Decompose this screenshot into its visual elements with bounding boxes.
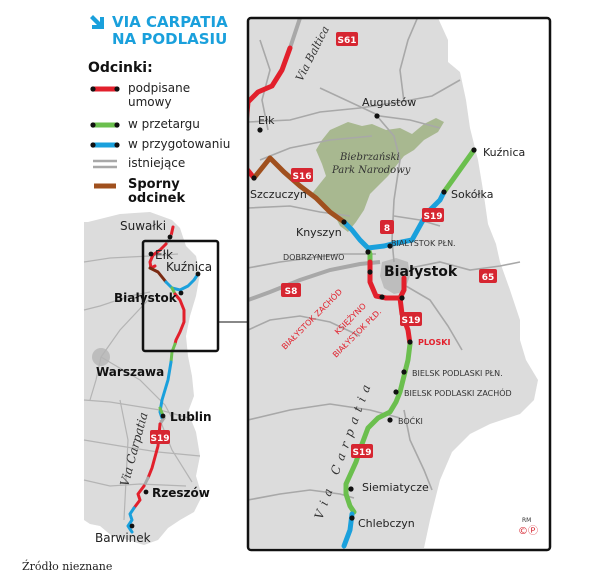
detail-node-dots — [251, 113, 477, 521]
label-warszawa: Warszawa — [96, 365, 164, 379]
label-rzeszow: Rzeszów — [152, 486, 210, 500]
label-park-line2: Park Narodowy — [331, 165, 411, 176]
title-line-2: NA PODLASIU — [112, 30, 228, 48]
label-chlebczyn: Chlebczyn — [358, 517, 415, 530]
svg-text:S19: S19 — [401, 316, 420, 326]
credit-rm: RM — [522, 517, 531, 524]
overview-map: S19 Suwałki Ełk Kuźnica Białystok Warsza… — [83, 212, 247, 545]
sokolka-kuznica-tender — [441, 147, 477, 195]
red-line-swatch-icon — [90, 86, 120, 92]
overview-s19-badge: S19 — [150, 430, 170, 444]
overview-route — [126, 225, 200, 534]
bialystok-bypass-signed — [367, 259, 407, 301]
overview-land — [84, 212, 202, 545]
detail-map: S61 S16 8 S19 65 S8 — [246, 16, 552, 552]
label-bialystok: Białystok — [384, 264, 458, 280]
svg-text:S8: S8 — [285, 287, 298, 297]
badge-s19-mid: S19 — [400, 312, 422, 326]
s61-signed-segment — [248, 45, 293, 181]
label-elk-overview: Ełk — [155, 248, 173, 262]
label-bocki: BOĆKI — [398, 415, 423, 426]
gray-double-line-swatch-icon — [93, 159, 117, 169]
badge-s19-south: S19 — [351, 444, 373, 458]
svg-text:S19: S19 — [423, 212, 442, 222]
svg-text:S16: S16 — [292, 172, 311, 182]
label-suwalki: Suwałki — [120, 219, 166, 233]
blue-line-swatch-icon — [90, 142, 120, 148]
s61-existing-road — [288, 18, 302, 49]
source-caption: Źródło nieznane — [22, 560, 113, 573]
badge-s61: S61 — [336, 32, 358, 46]
label-knyszyn: Knyszyn — [296, 226, 342, 239]
overview-city-dots — [129, 234, 201, 529]
biebrza-park-area — [310, 118, 444, 232]
badge-s8: S8 — [281, 283, 301, 297]
badge-65: 65 — [479, 269, 497, 283]
publisher-icon: Ⓟ — [528, 525, 538, 537]
svg-text:8: 8 — [384, 224, 390, 234]
s16-disputed-segment — [251, 155, 347, 225]
label-lublin: Lublin — [170, 410, 212, 424]
dobrzyniewo-sokolka-prep — [365, 189, 447, 251]
green-line-swatch-icon — [90, 122, 120, 128]
label-barwinek: Barwinek — [95, 531, 151, 545]
detail-frame — [246, 16, 552, 552]
label-bialystok-pln: BIAŁYSTOK PŁN. — [391, 239, 456, 248]
label-szczuczyn: Szczuczyn — [250, 188, 307, 201]
legend: Odcinki: podpisane umowy w przetargu w p… — [88, 60, 231, 206]
label-sokolka: Sokółka — [451, 188, 493, 201]
title-line-1: VIA CARPATIA — [112, 13, 228, 31]
label-elk: Ełk — [258, 114, 275, 127]
label-park-line1: Biebrzański — [339, 152, 400, 163]
detail-route — [248, 45, 477, 549]
badge-8: 8 — [380, 220, 394, 234]
svg-text:S19: S19 — [150, 434, 169, 444]
s8-existing-road — [248, 260, 381, 302]
label-siemiatycze: Siemiatycze — [362, 481, 429, 494]
arrow-down-right-icon — [90, 15, 104, 29]
label-augustow: Augustów — [362, 96, 416, 109]
svg-text:S61: S61 — [337, 36, 356, 46]
ploski-chlebczyn-tender — [343, 341, 413, 515]
legend-heading: Odcinki: — [88, 60, 153, 76]
knyszyn-dobrzyniewo-prep — [341, 219, 371, 251]
label-bielsk-pln: BIELSK PODLASKI PŁN. — [412, 369, 503, 378]
svg-text:65: 65 — [482, 273, 495, 283]
label-bialystok-overview: Białystok — [114, 291, 178, 305]
label-kuznica-overview: Kuźnica — [166, 260, 212, 274]
brown-line-swatch-icon — [94, 183, 116, 189]
badge-s16: S16 — [291, 168, 313, 182]
copyright-icon: © — [518, 526, 528, 537]
label-kuznica: Kuźnica — [483, 146, 525, 159]
label-ploski: PLOSKI — [418, 338, 450, 347]
inset-frame — [141, 239, 220, 353]
svg-text:S19: S19 — [352, 448, 371, 458]
badge-s19-north: S19 — [422, 208, 444, 222]
label-bielsk-zachod: BIELSK PODLASKI ZACHÓD — [404, 387, 512, 398]
label-dobrzyniewo: DOBRZYNIEWO — [283, 253, 344, 262]
